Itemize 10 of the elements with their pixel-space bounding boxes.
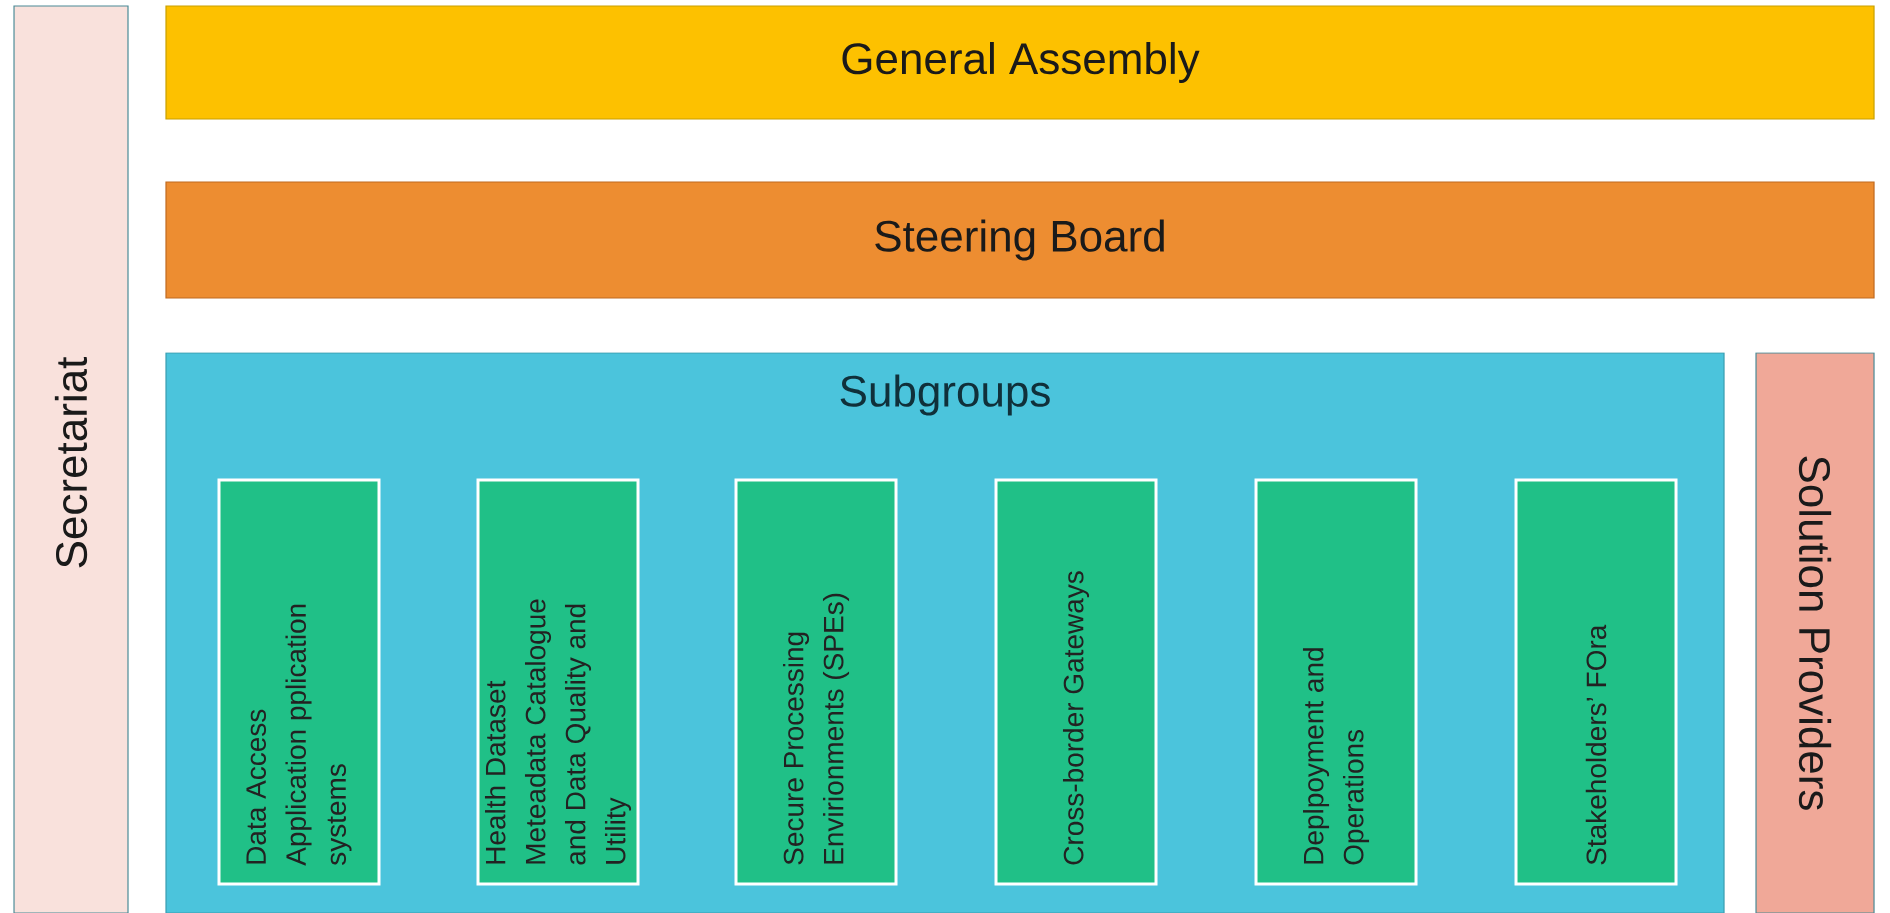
subgroup-box: Data Access Application pplication systems (217, 478, 381, 886)
side-panel: Solution Providers (1755, 352, 1875, 913)
band: Steering Board (165, 181, 1875, 299)
side-panel: Secretariat (13, 5, 129, 913)
subgroup-box: Cross-border Gateways (994, 478, 1158, 886)
subgroup-box: Secure Processing Envirionments (SPEs) (734, 478, 898, 886)
subgroup-box: Deplpoyment and Operations (1254, 478, 1418, 886)
subgroup-box: Health Dataset Meteadata Catalogue and Data Quality and Utility (476, 478, 640, 886)
band: General Assembly (165, 5, 1875, 120)
subgroup-box: Stakeholders’ FOra (1514, 478, 1678, 886)
